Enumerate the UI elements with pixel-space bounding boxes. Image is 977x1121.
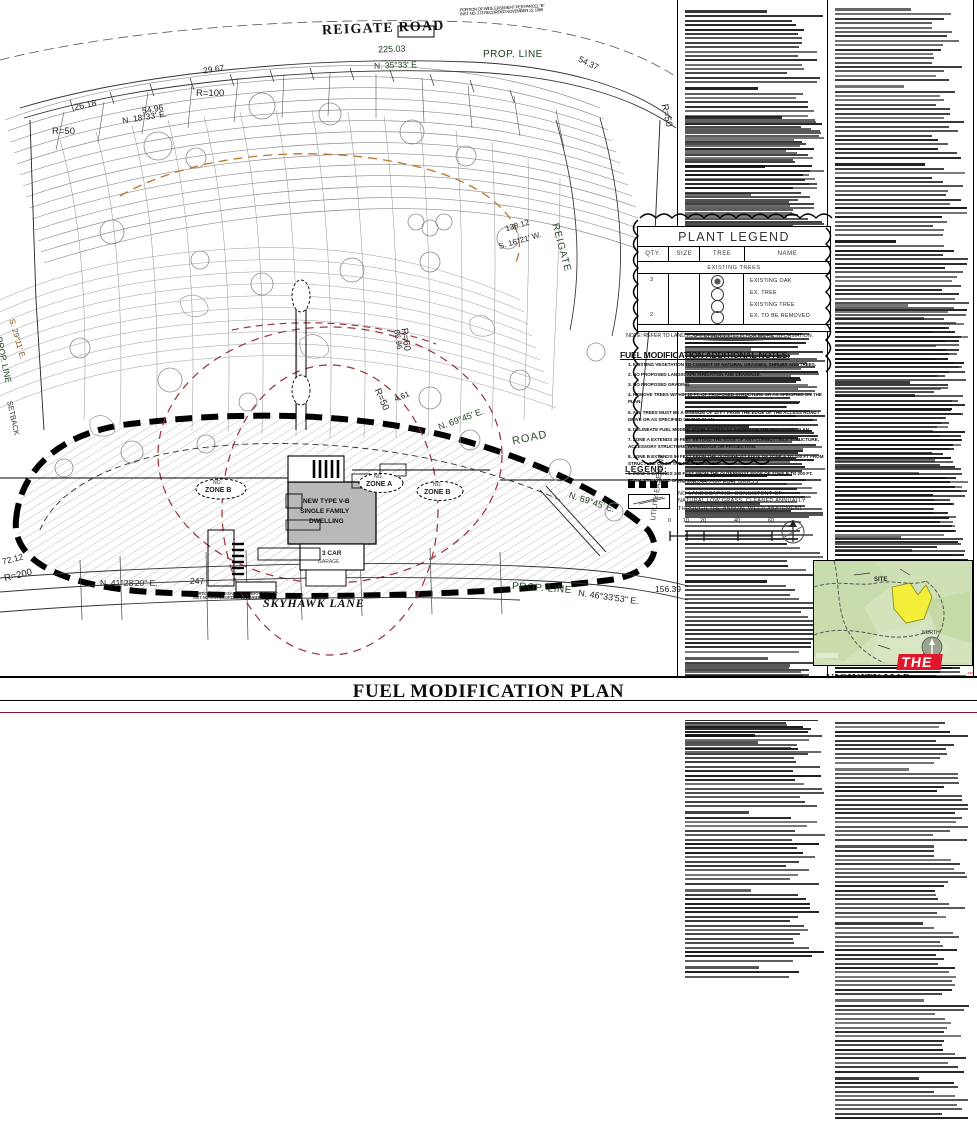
scale-tick-2: 20 [700,518,706,524]
title-rule-red [0,712,977,713]
plant-legend-note: NOTE: REFER TO LANDSCAPE DRAWING (L1.0) … [626,333,816,340]
dwelling-label-1: NEW TYPE V-B [303,498,350,505]
site-plan-vector [0,0,690,672]
zone-c-arc [120,154,519,262]
vicinity-map: SITE NORTH [813,560,973,666]
drawing-sheet: REIGATE ROAD SKYHAWK LANE REIGATE ROAD 2… [0,0,977,720]
svg-text:SITE: SITE [874,577,887,583]
fuel-note-item: 6. DELINEATE FUEL MODIFICATION ZONE(S) A… [628,426,824,433]
map-legend-entry-0: BOUNDARY OF LOW GRASS [678,479,808,486]
fuel-note-item: 3. NO PROPOSED GRADING. [628,381,824,388]
fuel-note-item: 1. EXISTING VEGETATION TO CONSIST OF NAT… [628,361,824,368]
garage-sublabel: GARAGE [318,559,339,565]
radius-0: R=50 [52,126,75,137]
radius-1: R=100 [196,88,224,99]
svg-text:NORTH: NORTH [922,630,940,636]
fuel-note-item: 5. ALL TREES MUST BE A MINIMUM OF 10 FT … [628,409,824,423]
bearing-distance-0: 225.03 [378,44,406,55]
zone-label-0: ZONE B [205,487,231,494]
page-title: FUEL MODIFICATION PLAN [0,681,977,703]
dashed-line-swatch-icon [628,481,668,488]
prop-line-top: PROP. LINE [483,49,543,60]
north-arrow-icon [778,516,808,546]
zone-tag-1: NO. [374,474,383,480]
column-rule-3 [973,0,974,720]
zone-tag-0: NO. [213,480,222,486]
bearing-8: N. 41°28'20" E. [100,578,158,588]
site-plan-drawing: REIGATE ROAD SKYHAWK LANE REIGATE ROAD 2… [0,0,690,672]
dwelling-label-3: DWELLING [309,518,344,525]
easement-note-bottom: PORTION OF WIDE EASEMENT PER PARCEL "B" … [193,592,285,601]
scale-bar: 0 10 20 40 60 [668,524,778,544]
zone-label-2: ZONE B [424,489,450,496]
garage-label: 3 CAR [322,550,342,557]
bearing-0: N. 35°33' E [374,59,417,70]
hatch-box-swatch-icon [628,494,670,509]
fuel-note-item: 7. ZONE A EXTENDS 30 FEET BEYOND THE EDG… [628,436,824,450]
fuel-notes-title: FUEL MODIFICATION ADDITIONAL NOTES: [620,350,790,360]
bearing-distance-8: 247 [190,576,204,586]
dwelling-label-2: SINGLE FAMILY [300,508,349,515]
scale-tick-3: 40 [734,518,740,524]
svg-text:THE: THE [900,654,933,670]
scale-tick-4: 60 [768,518,774,524]
zone-label-1: ZONE A [366,481,392,488]
map-legend-title: LEGEND: [625,464,667,474]
zone-tag-2: NO. [433,482,442,488]
title-rule-top [0,676,977,678]
scale-tick-1: 10 [683,518,689,524]
map-legend-entry-1: NO LANDSCAPING, CONSISTENT OF NATURAL LO… [678,491,810,513]
scale-tick-0: 0 [668,518,671,524]
fuel-note-item: 2. NO PROPOSED LANDSCAPE IRRIGATION AND … [628,371,824,378]
fuel-note-item: 4. REMOVE TREES WITHIN 10 FT. OF PROPOSE… [628,391,824,405]
